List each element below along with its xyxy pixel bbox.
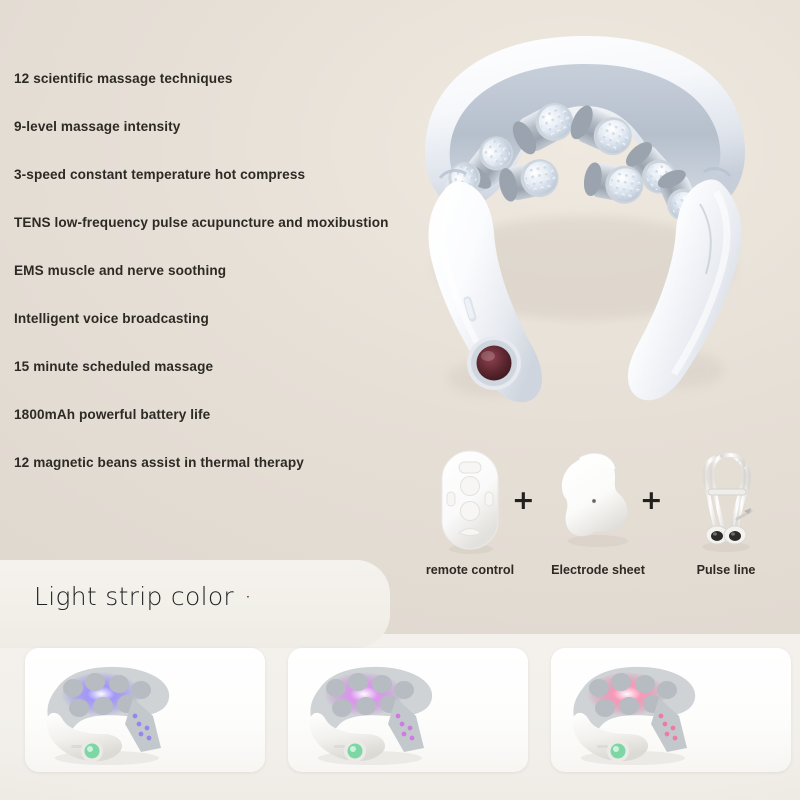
feature-list: 12 scientific massage techniques 9-level…	[14, 70, 414, 502]
accessory-label: remote control	[425, 563, 515, 577]
feature-item: 3-speed constant temperature hot compres…	[14, 167, 306, 182]
hero-product-image	[370, 18, 800, 448]
light-strip-card-blue[interactable]	[25, 648, 265, 772]
feature-item: Intelligent voice broadcasting	[14, 311, 209, 326]
feature-item: 15 minute scheduled massage	[14, 359, 214, 374]
feature-item: EMS muscle and nerve soothing	[14, 263, 227, 278]
accessories-row: remote control +	[415, 445, 800, 605]
accessory-label: Electrode sheet	[551, 563, 645, 577]
accessory-electrode-sheet: Electrode sheet	[543, 445, 653, 577]
light-strip-card-purple[interactable]	[288, 648, 528, 772]
light-strip-card-pink[interactable]	[551, 648, 791, 772]
plus-separator-1: +	[512, 485, 535, 516]
accessory-pulse-line: Pulse line	[671, 445, 781, 577]
remote-control-icon	[415, 445, 525, 557]
feature-item: TENS low-frequency pulse acupuncture and…	[14, 215, 389, 230]
pulse-line-icon	[671, 445, 781, 557]
plus-separator-2: +	[640, 485, 663, 516]
feature-item: 12 magnetic beans assist in thermal ther…	[14, 455, 304, 470]
light-strip-cards	[0, 648, 800, 788]
light-strip-dot: ·	[244, 582, 253, 611]
electrode-sheet-icon	[543, 445, 653, 557]
feature-item: 12 scientific massage techniques	[14, 71, 233, 86]
control-panel	[463, 296, 521, 390]
accessory-remote-control: remote control	[415, 445, 525, 577]
light-strip-title: Light strip color ·	[34, 582, 252, 611]
feature-item: 1800mAh powerful battery life	[14, 407, 211, 422]
feature-item: 9-level massage intensity	[14, 119, 181, 134]
light-strip-banner: Light strip color ·	[0, 560, 390, 648]
light-strip-title-text: Light strip color	[34, 582, 234, 611]
accessory-label: Pulse line	[696, 563, 756, 577]
